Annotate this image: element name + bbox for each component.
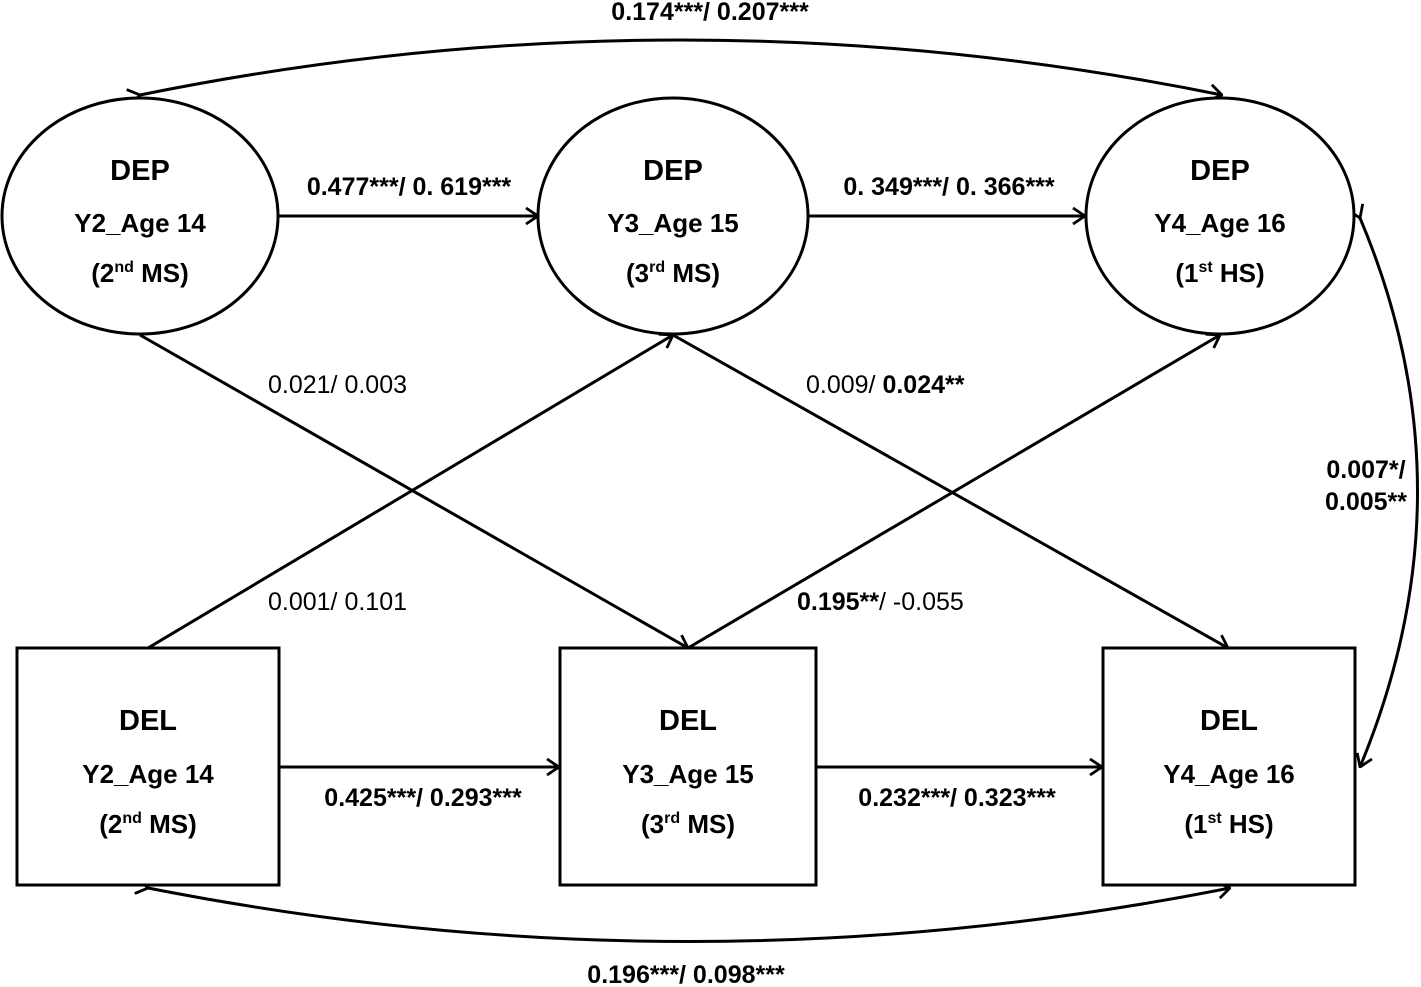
edges <box>139 38 1419 943</box>
node-del-y4-wave: Y4_Age 16 <box>1163 759 1295 789</box>
label-del-y2-del-y4: 0.196***/ 0.098*** <box>587 961 785 987</box>
node-dep-y3-wave: Y3_Age 15 <box>607 208 739 238</box>
node-dep-y2-title: DEP <box>110 155 170 187</box>
label-dep-y4-del-y4-line2: 0.005** <box>1325 488 1407 516</box>
node-del-y4: DEL Y4_Age 16 (1st HS) <box>1101 646 1357 887</box>
label-dep-y2-to-del-y3: 0.021/ 0.003 <box>268 371 407 399</box>
edge-dep-y4-del-y4-arc <box>1360 218 1419 767</box>
label-dep-y2-dep-y4: 0.174***/ 0.207*** <box>611 0 809 26</box>
edge-dep-y2-to-del-y3 <box>139 333 688 648</box>
node-dep-y3-ellipse <box>536 96 810 336</box>
node-dep-y3-grade: (3rd MS) <box>626 258 720 288</box>
node-del-y3-grade: (3rd MS) <box>641 809 735 839</box>
node-dep-y2-grade: (2nd MS) <box>91 258 189 288</box>
node-del-y2: DEL Y2_Age 14 (2nd MS) <box>15 646 281 887</box>
label-dep-y3-to-dep-y4: 0. 349***/ 0. 366*** <box>843 173 1055 201</box>
label-dep-y2-to-dep-y3: 0.477***/ 0. 619*** <box>307 173 512 201</box>
label-del-y2-to-dep-y3: 0.001/ 0.101 <box>268 588 407 616</box>
node-del-y4-box <box>1101 646 1357 887</box>
node-dep-y4-title: DEP <box>1190 155 1250 187</box>
node-del-y2-box <box>15 646 281 887</box>
node-del-y3: DEL Y3_Age 15 (3rd MS) <box>558 646 818 887</box>
edge-labels: 0.477***/ 0. 619*** 0. 349***/ 0. 366***… <box>268 0 1407 987</box>
node-del-y2-grade: (2nd MS) <box>99 809 197 839</box>
node-del-y4-title: DEL <box>1200 705 1258 737</box>
node-dep-y4: DEP Y4_Age 16 (1st HS) <box>1084 96 1356 336</box>
edge-dep-y2-dep-y4-arc <box>140 38 1222 95</box>
node-dep-y4-ellipse <box>1084 96 1356 336</box>
nodes: DEP Y2_Age 14 (2nd MS) DEP Y3_Age 15 (3r… <box>0 96 1357 887</box>
node-dep-y2-wave: Y2_Age 14 <box>74 208 206 238</box>
node-dep-y4-grade: (1st HS) <box>1175 258 1264 288</box>
node-del-y2-title: DEL <box>119 705 177 737</box>
node-dep-y3: DEP Y3_Age 15 (3rd MS) <box>536 96 810 336</box>
node-del-y3-wave: Y3_Age 15 <box>622 759 754 789</box>
label-dep-y3-to-del-y4: 0.009/ 0.024** <box>806 371 965 399</box>
label-dep-y4-del-y4-line1: 0.007*/ <box>1326 456 1405 484</box>
label-del-y2-to-del-y3: 0.425***/ 0.293*** <box>324 784 522 812</box>
node-del-y3-title: DEL <box>659 705 717 737</box>
node-dep-y4-wave: Y4_Age 16 <box>1154 208 1286 238</box>
node-del-y2-wave: Y2_Age 14 <box>82 759 214 789</box>
edge-del-y2-to-dep-y3 <box>147 335 673 650</box>
node-dep-y3-title: DEP <box>643 155 703 187</box>
node-del-y3-box <box>558 646 818 887</box>
edge-dep-y3-to-del-y4 <box>672 333 1228 648</box>
label-del-y3-to-del-y4: 0.232***/ 0.323*** <box>858 784 1056 812</box>
node-dep-y2: DEP Y2_Age 14 (2nd MS) <box>0 96 280 336</box>
edge-del-y3-to-dep-y4 <box>687 335 1220 650</box>
node-dep-y2-ellipse <box>0 96 280 336</box>
edge-del-y2-del-y4-arc <box>148 888 1230 943</box>
node-del-y4-grade: (1st HS) <box>1184 809 1273 839</box>
label-del-y3-to-dep-y4: 0.195**/ -0.055 <box>797 588 964 616</box>
